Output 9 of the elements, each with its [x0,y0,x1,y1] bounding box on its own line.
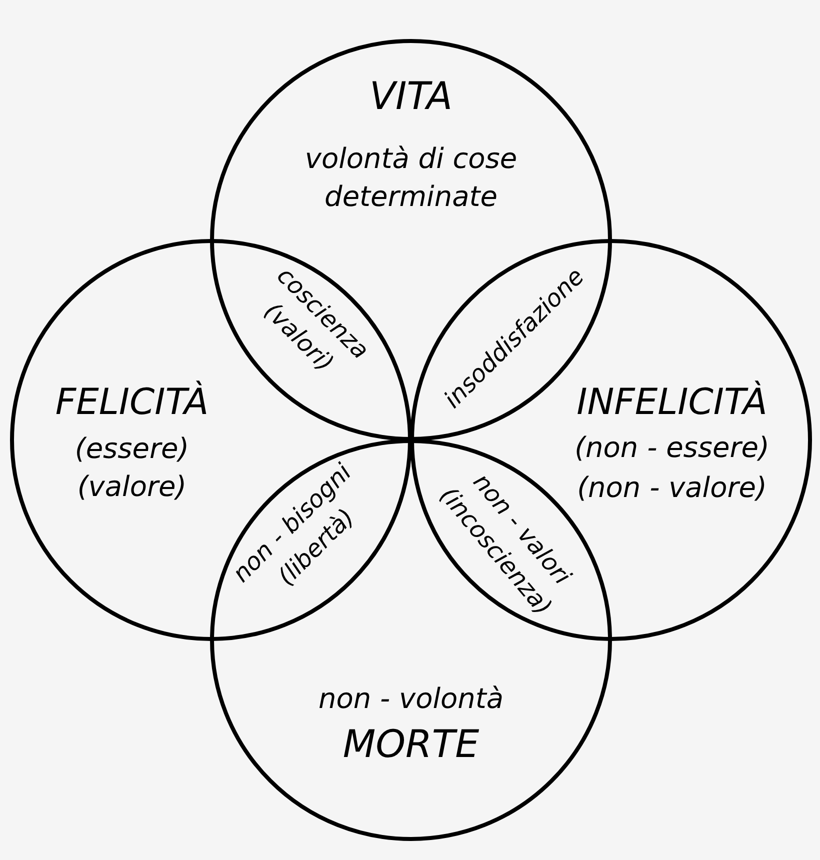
circle-text: (non - valore) [577,470,767,506]
circle-text: (essere) [74,431,190,467]
circle-title: MORTE [342,721,480,768]
circle-text: non - volontà [318,681,504,717]
circle-title: VITA [370,73,452,120]
circle-text: volontà di cose determinate [304,141,518,215]
circle-text: (valore) [77,469,187,505]
circle-title: FELICITÀ [55,380,209,425]
circle-text: (non - essere) [574,430,770,466]
